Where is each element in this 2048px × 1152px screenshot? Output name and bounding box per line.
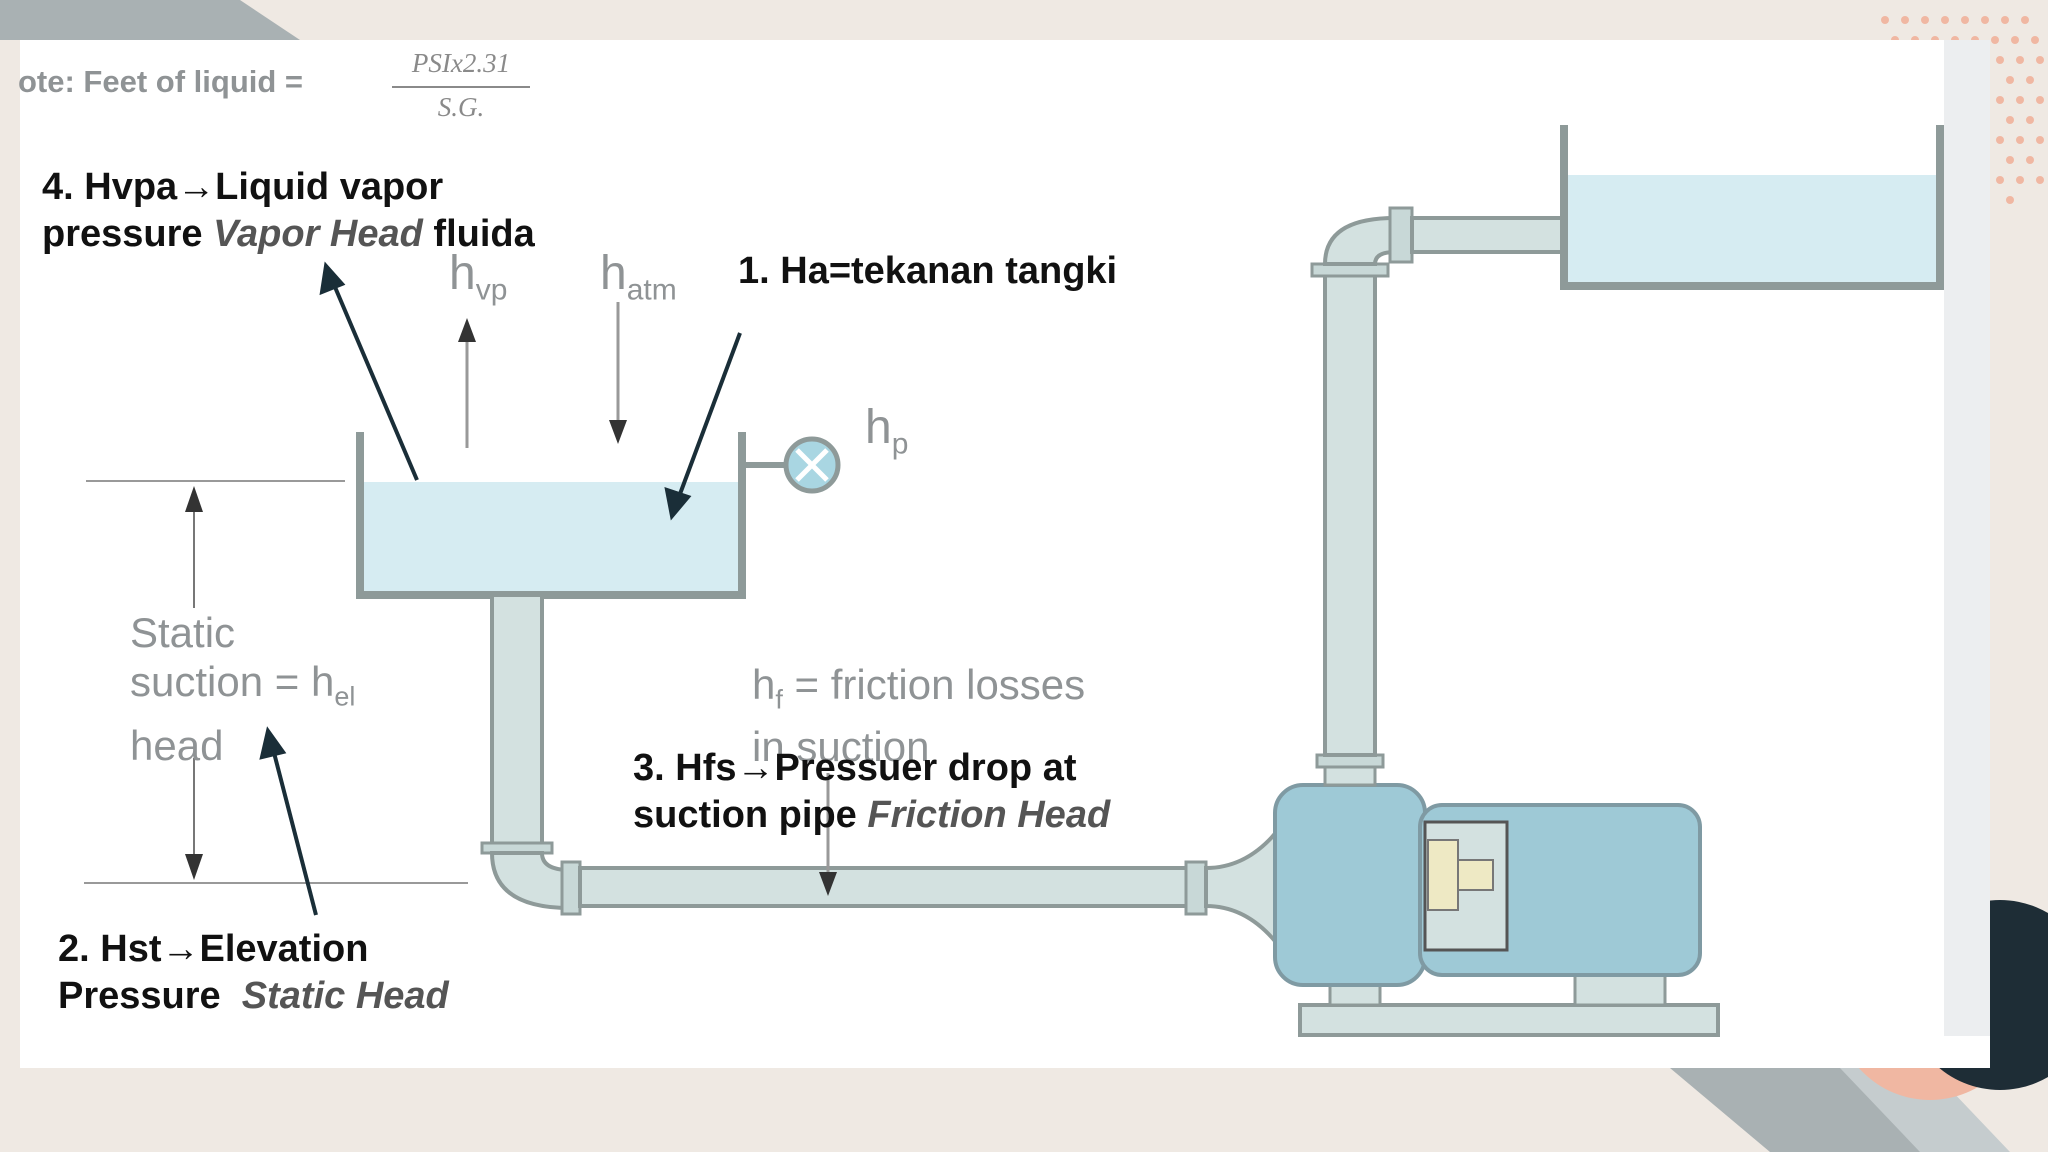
friction-title: 3. Hfs [633,747,737,789]
note-fraction-bar [392,86,530,88]
discharge-pipe-vertical [1323,270,1377,757]
label-vapor-pressure: 4. Hvpa→Liquid vapor pressure Vapor Head… [42,164,535,258]
pump-base [1298,1003,1720,1037]
suction-elbow [489,851,572,911]
pump-foot [1573,973,1667,1007]
suction-pipe-vertical [490,593,544,852]
pointer-tank [675,332,742,503]
pump-shaft [1457,859,1494,891]
elevation-title-line: 2. Hst→Elevation [58,926,449,973]
discharge-elbow [1322,215,1397,266]
label-friction-head: 3. Hfs→Pressuer drop at suction pipe Fri… [633,745,1110,839]
pointer-vapor-head [319,261,346,296]
bottom-gray-band [1670,1068,1960,1152]
vapor-line2-c: fluida [422,213,535,255]
friction-line2: in suction [752,723,930,771]
pointer-vapor [330,279,419,481]
bottom-gray-band-2 [1840,1068,2010,1152]
label-static-head: 2. Hst→Elevation Pressure Static Head [58,926,449,1020]
h-symbol: h [449,247,476,300]
friction-line2-a: suction pipe [633,794,868,836]
gauge-cross-icon [795,448,829,482]
static-suction-head-label: Static suction = hel head [130,608,355,770]
f-subscript: f [775,684,783,715]
note-numerator: PSIx2.31 [411,48,511,78]
discharge-tank-wall [1560,125,1944,290]
friction-line1: hf = friction losses [752,661,1085,723]
atm-subscript: atm [626,273,677,307]
vapor-title-b: Liquid vapor [215,166,444,208]
elevation-title-b: Elevation [199,928,369,970]
friction-sub-line: suction pipe Friction Head [633,792,1110,839]
pump-casing [1273,783,1427,987]
suction-tank-wall [356,432,746,599]
friction-title-line: 3. Hfs→Pressuer drop at [633,745,1110,792]
static-line2-text: suction = h [130,658,335,705]
pipe-flange [1184,860,1208,916]
vapor-head-italic: Vapor Head [213,213,423,255]
pump-inlet-cone [1204,818,1284,957]
discharge-tank-water [1566,175,1938,283]
static-line3: head [130,722,224,770]
h-symbol: h [865,401,892,454]
elevation-sub-line: Pressure Static Head [58,973,449,1020]
pump-coupling [1427,839,1459,911]
friction-line1-text: = friction losses [782,661,1086,708]
pipe-flange [560,860,582,916]
p-subscript: p [891,427,909,461]
friction-losses-label: hf = friction losses in suction [752,661,1085,770]
friction-head-italic: Friction Head [867,794,1111,836]
el-subscript: el [334,681,356,712]
vapor-line2: pressure Vapor Head fluida [42,211,535,258]
pointer-elevation-head [259,726,287,760]
arrow-down-icon [185,854,203,880]
arrow-right-icon: → [736,747,775,789]
elevation-line2-a: Pressure [58,975,242,1017]
suction-pipe-horizontal [578,866,1192,908]
vapor-line2-a: pressure [42,213,214,255]
friction-title-b: Pressuer drop at [774,747,1077,789]
arrow-right-icon: → [161,928,200,970]
h-atm-label: hatm [600,246,677,308]
static-line2: suction = hel [130,657,355,721]
h-symbol: h [752,661,776,708]
vp-subscript: vp [475,273,508,307]
arrow-up-icon [458,318,476,342]
note-label: ote: Feet of liquid = [18,64,304,99]
h-p-label: hp [865,400,908,462]
discharge-pipe-horizontal [1410,216,1564,254]
vapor-title: 4. Hvpa [42,166,178,208]
static-line1: Static [130,609,236,656]
arrow-right-icon: → [177,166,216,208]
dot-pattern [1881,16,2044,204]
static-head-italic: Static Head [241,975,449,1017]
h-symbol: h [600,247,627,300]
pipe-flange [1388,206,1414,264]
top-left-gray-band [0,0,300,40]
pointer-elevation [270,744,318,916]
vapor-line1: 4. Hvpa→Liquid vapor [42,164,535,211]
elevation-title: 2. Hst [58,928,162,970]
arrow-up-icon [185,486,203,512]
label-tank-pressure: 1. Ha=tekanan tangki [738,250,1118,292]
note-denominator: S.G. [437,92,485,122]
arrow-down-icon [609,420,627,444]
slide-right-strip [1944,40,1990,1036]
h-vp-label: hvp [449,246,507,308]
arrow-down-icon [819,872,837,896]
pointer-tank-head [664,487,692,521]
